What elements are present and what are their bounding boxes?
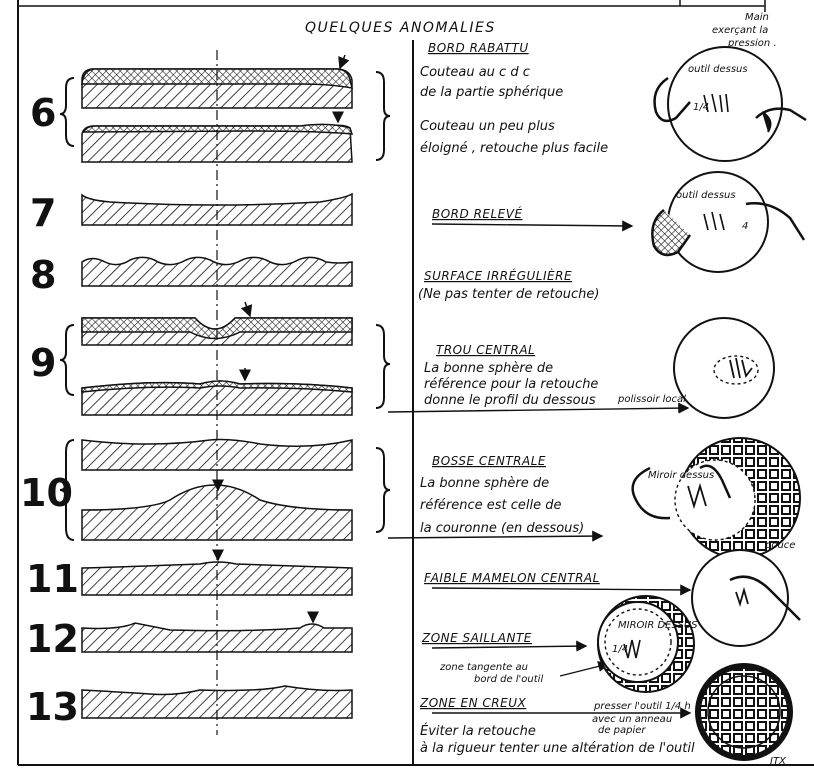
svg-text:La bonne sphère de: La bonne sphère de: [420, 476, 549, 491]
illustration-9: polissoir local: [617, 317, 775, 419]
svg-text:presser l'outil 1/4 h: presser l'outil 1/4 h: [593, 701, 691, 712]
heading-12: ZONE SAILLANTE: [421, 631, 532, 645]
svg-text:pouce: pouce: [764, 540, 795, 551]
svg-text:de papier: de papier: [598, 725, 646, 736]
heading-11: FAIBLE MAMELON CENTRAL: [424, 571, 600, 585]
svg-text:Miroir dessus: Miroir dessus: [648, 470, 714, 481]
braces: [59, 71, 391, 541]
profile-6b-layer: [82, 123, 354, 135]
descriptions: BORD RABATTU Couteau au c d c de la part…: [418, 41, 695, 756]
svg-text:de la partie sphérique: de la partie sphérique: [420, 85, 563, 100]
svg-text:outil dessus: outil dessus: [688, 64, 748, 75]
heading-13: ZONE EN CREUX: [419, 696, 526, 710]
signature: JTX: [768, 756, 787, 767]
heading-7: BORD RELEVÉ: [432, 206, 523, 221]
row-numbers: 6 7 8 9 10 11 12 13: [20, 91, 79, 729]
svg-text:Main: Main: [745, 12, 769, 23]
page-title: QUELQUES ANOMALIES: [305, 20, 496, 36]
illustration-6: outil dessus 1/4: [653, 46, 807, 162]
svg-text:Couteau un peu plus: Couteau un peu plus: [420, 119, 555, 134]
top-right-note: Main exerçant la pression .: [712, 12, 777, 49]
svg-text:Couteau au c d c: Couteau au c d c: [420, 65, 530, 80]
profile-9b-layer: [81, 380, 353, 393]
svg-text:exerçant la: exerçant la: [712, 25, 768, 36]
svg-text:pression .: pression .: [727, 38, 777, 49]
svg-text:1/4: 1/4: [693, 102, 709, 113]
illustration-12: MIROIR DESSUS 1/4: [597, 595, 698, 693]
profile-9a-layer: [81, 317, 353, 340]
row-number-10: 10: [20, 471, 73, 515]
svg-text:outil dessus: outil dessus: [676, 190, 736, 201]
svg-text:bord de l'outil: bord de l'outil: [474, 674, 543, 685]
heading-6: BORD RABATTU: [428, 41, 529, 55]
svg-text:La bonne sphère de: La bonne sphère de: [424, 361, 553, 376]
illustration-7: outil dessus 4: [651, 171, 806, 273]
pointer-arrows: [387, 220, 692, 719]
svg-text:à la rigueur tenter une altéra: à la rigueur tenter une altération de l'…: [420, 741, 695, 756]
indicator-arrows: [212, 54, 350, 624]
row-number-9: 9: [30, 341, 56, 385]
svg-text:donne le profil du dessous: donne le profil du dessous: [424, 393, 596, 408]
svg-text:éloigné , retouche plus facile: éloigné , retouche plus facile: [420, 141, 608, 156]
svg-text:référence est celle de: référence est celle de: [420, 498, 562, 513]
svg-text:1/4: 1/4: [612, 644, 628, 655]
frame: [17, 0, 814, 766]
heading-10: BOSSE CENTRALE: [432, 454, 546, 468]
profile-7: [81, 192, 353, 226]
row-number-11: 11: [26, 557, 79, 601]
svg-text:la couronne (en dessous): la couronne (en dessous): [420, 521, 584, 536]
svg-text:avec un anneau: avec un anneau: [592, 714, 672, 725]
profile-13: [81, 685, 353, 719]
row-number-6: 6: [30, 91, 56, 135]
svg-text:polissoir local: polissoir local: [617, 394, 686, 405]
svg-text:4: 4: [742, 221, 748, 232]
illustration-13: [695, 663, 793, 761]
svg-text:référence pour la retouche: référence pour la retouche: [424, 377, 598, 392]
heading-9: TROU CENTRAL: [436, 343, 535, 357]
row-number-7: 7: [30, 191, 56, 235]
svg-text:MIROIR DESSUS: MIROIR DESSUS: [618, 620, 698, 631]
svg-text:zone tangente au: zone tangente au: [439, 662, 528, 673]
row-number-13: 13: [26, 685, 79, 729]
heading-8: SURFACE IRRÉGULIÈRE: [424, 268, 572, 283]
illustration-10: Miroir dessus: [631, 437, 801, 559]
row-number-8: 8: [30, 253, 56, 297]
illustration-11: pouce: [691, 540, 801, 647]
svg-text:(Ne pas tenter de retouche): (Ne pas tenter de retouche): [418, 287, 599, 302]
svg-text:Éviter la retouche: Éviter la retouche: [420, 723, 536, 739]
profiles: [81, 68, 354, 719]
row-number-12: 12: [26, 617, 79, 661]
